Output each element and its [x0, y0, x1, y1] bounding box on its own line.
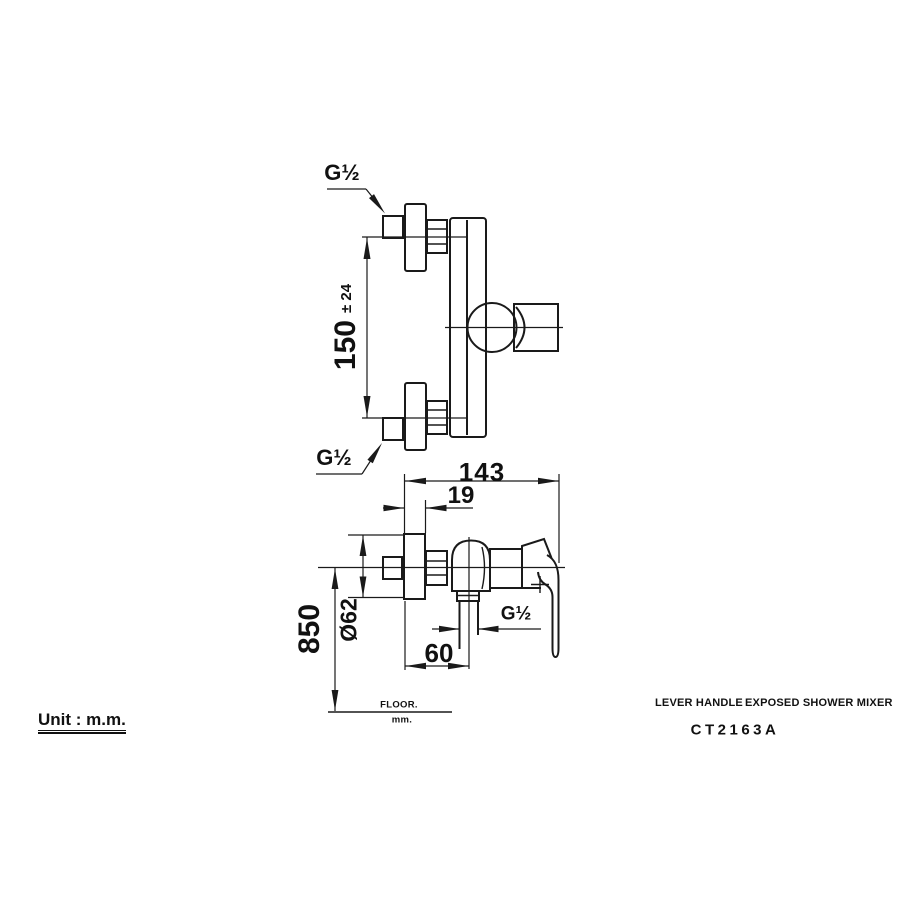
unit-note-text: Unit : m.m.	[38, 710, 126, 731]
inlet-center-distance-value: 150	[329, 320, 362, 371]
unit-note: Unit : m.m.	[38, 711, 126, 734]
outlet-offset-dimension: 60	[424, 638, 454, 668]
side-view-body-outline	[382, 533, 560, 659]
overall-depth-dimension: 143	[458, 457, 506, 487]
front-view-dimensions	[316, 188, 563, 475]
side-view-dimensions	[318, 474, 565, 713]
model-code: CT2163A	[690, 721, 780, 739]
front-bottom-inlet-thread-label: G½	[316, 445, 352, 470]
floor-reference-label: FLOOR.	[380, 699, 418, 711]
product-name-label: EXPOSED SHOWER MIXER	[745, 697, 893, 709]
wall-plate-thickness-dimension: 19	[447, 482, 475, 509]
side-outlet-thread-label: G½	[500, 603, 532, 625]
mounting-height-dimension: 850	[293, 603, 326, 655]
inlet-center-tolerance-value: ± 24	[337, 283, 355, 314]
front-top-inlet-thread-label: G½	[324, 160, 360, 185]
wall-plate-outline	[403, 533, 426, 600]
handle-type-label: LEVER HANDLE	[655, 697, 743, 709]
front-view	[316, 188, 563, 475]
side-view	[318, 474, 565, 713]
inlet-center-distance-dimension: 150 ± 24	[329, 283, 362, 371]
floor-reference-unit-label: mm.	[391, 714, 413, 726]
lever-outline	[537, 554, 560, 659]
escutcheon-diameter-dimension: Ø62	[335, 598, 362, 642]
